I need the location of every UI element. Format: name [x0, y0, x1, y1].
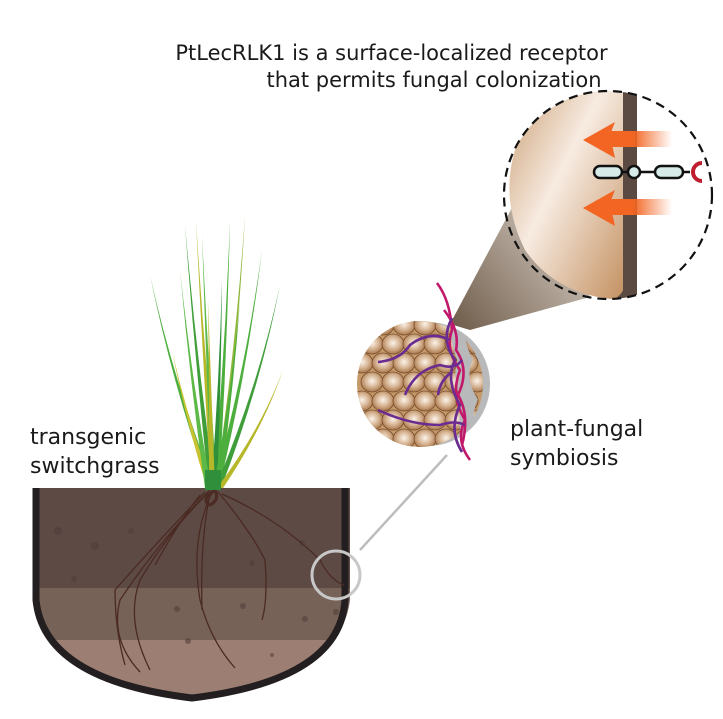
- plant-cell: [360, 409, 384, 431]
- plant-cell: [413, 428, 437, 447]
- soil-particle: [91, 542, 99, 550]
- plant-cell: [360, 371, 384, 393]
- soil-particle: [54, 527, 62, 535]
- plant-cell: [392, 428, 416, 447]
- soil-particle: [249, 560, 255, 566]
- receptor-zoom-view: [509, 91, 703, 299]
- plant-cell: [357, 321, 374, 336]
- soil-pot: [32, 488, 350, 702]
- switchgrass-plant: [150, 215, 283, 490]
- plant-cell: [357, 390, 374, 412]
- plant-cell: [381, 333, 405, 355]
- plant-label-line-1: transgenic: [30, 425, 147, 450]
- soil-particle: [240, 603, 246, 609]
- plant-cell: [371, 352, 395, 374]
- hypha: [442, 309, 467, 446]
- fungal-hyphae: [377, 282, 472, 461]
- grass-stem: [205, 470, 221, 490]
- plant-label-line-2: switchgrass: [30, 454, 160, 479]
- root-callout-circle: [310, 549, 362, 601]
- root-tissue-view: [357, 282, 490, 461]
- plant-cell: [371, 428, 395, 447]
- cell-membrane: [623, 91, 637, 299]
- hypha: [403, 359, 464, 396]
- soil-particle: [333, 609, 339, 615]
- symbiosis-label: plant-fungal symbiosis: [510, 415, 643, 473]
- plant-cell: [371, 390, 395, 412]
- plant-cell: [392, 321, 416, 336]
- symbiosis-label-line-2: symbiosis: [510, 446, 619, 471]
- hypha: [377, 408, 466, 427]
- soil-particle: [302, 616, 308, 622]
- plant-cell: [381, 371, 405, 393]
- grass-blade: [208, 300, 215, 488]
- plant-cell: [357, 352, 374, 374]
- hypha: [377, 334, 451, 364]
- grass-blade: [213, 220, 230, 488]
- hypha: [435, 282, 472, 461]
- symbiosis-label-line-1: plant-fungal: [510, 417, 644, 442]
- soil-particle: [71, 576, 77, 582]
- title-line-2: that permits fungal colonization: [266, 68, 602, 92]
- soil-particle: [185, 638, 191, 644]
- soil-particle: [270, 653, 274, 657]
- title-line-1: PtLecRLK1 is a surface-localized recepto…: [175, 41, 608, 65]
- callout-line: [359, 454, 448, 551]
- plant-cell: [392, 390, 416, 412]
- grass-blade: [211, 280, 222, 488]
- plant-cell: [360, 333, 384, 355]
- soil-particle: [174, 606, 180, 612]
- ligand-icon: [691, 161, 703, 183]
- plant-cell: [423, 409, 447, 431]
- plant-cell: [371, 321, 395, 336]
- roots: [114, 488, 345, 673]
- receptor-icon: [592, 161, 703, 183]
- plant-label: transgenic switchgrass: [30, 423, 160, 481]
- zoom-circle-outline: [502, 89, 714, 301]
- figure-title: PtLecRLK1 is a surface-localized recepto…: [0, 40, 723, 94]
- arrow-icon: [583, 190, 672, 226]
- soil-particle: [128, 528, 134, 534]
- plant-cell: [413, 390, 437, 412]
- cell-surface-dome: [509, 91, 630, 299]
- plant-cell: [413, 321, 437, 336]
- hypha: [436, 370, 453, 396]
- plant-cell: [357, 428, 374, 447]
- arrow-icon: [583, 122, 672, 158]
